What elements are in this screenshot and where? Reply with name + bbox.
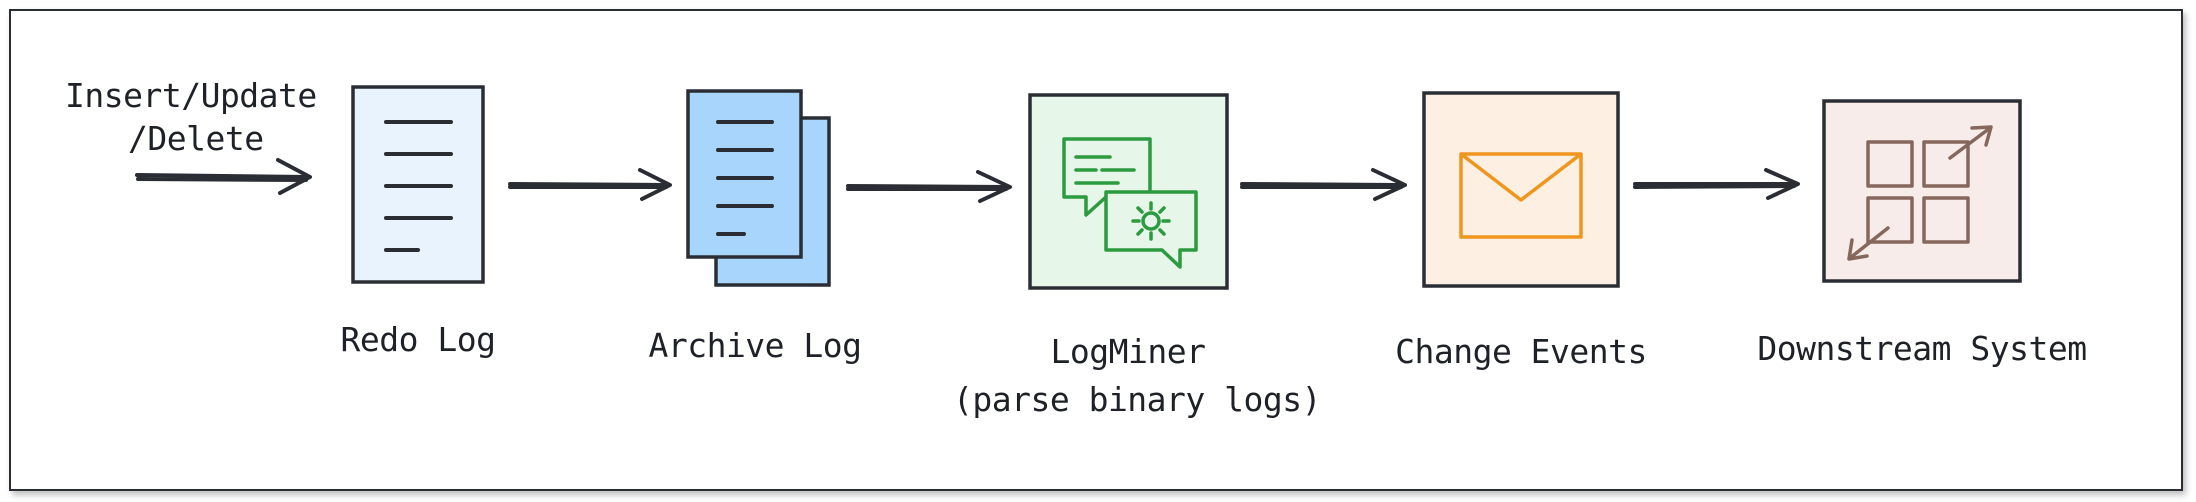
- grid-expand-icon: [1847, 125, 1993, 261]
- node-sublabel-logminer: (parse binary logs): [953, 380, 1322, 419]
- input-label-line2: /Delete: [128, 119, 264, 158]
- node-label-change-events: Change Events: [1395, 332, 1647, 371]
- arrow-logminer-to-events: [1240, 168, 1407, 201]
- archive-log-node: [686, 89, 831, 287]
- input-arrow: [135, 158, 312, 195]
- logminer-node: [1028, 93, 1229, 290]
- document-icon: [384, 120, 453, 252]
- redo-log-node: [351, 85, 485, 284]
- documents-stack-icon: [716, 120, 774, 236]
- input-label-line1: Insert/Update: [65, 76, 317, 115]
- node-label-logminer: LogMiner: [1050, 332, 1206, 371]
- arrow-events-to-downstream: [1633, 168, 1800, 200]
- arrow-redo-to-archive: [508, 168, 672, 201]
- node-label-downstream-system: Downstream System: [1757, 329, 2087, 368]
- downstream-system-node: [1822, 99, 2022, 283]
- arrow-archive-to-logminer: [846, 170, 1012, 203]
- chat-gear-icon: [1062, 137, 1198, 269]
- envelope-icon: [1459, 152, 1583, 239]
- node-label-archive-log: Archive Log: [648, 326, 862, 365]
- node-label-redo-log: Redo Log: [340, 320, 496, 359]
- change-events-node: [1422, 91, 1620, 288]
